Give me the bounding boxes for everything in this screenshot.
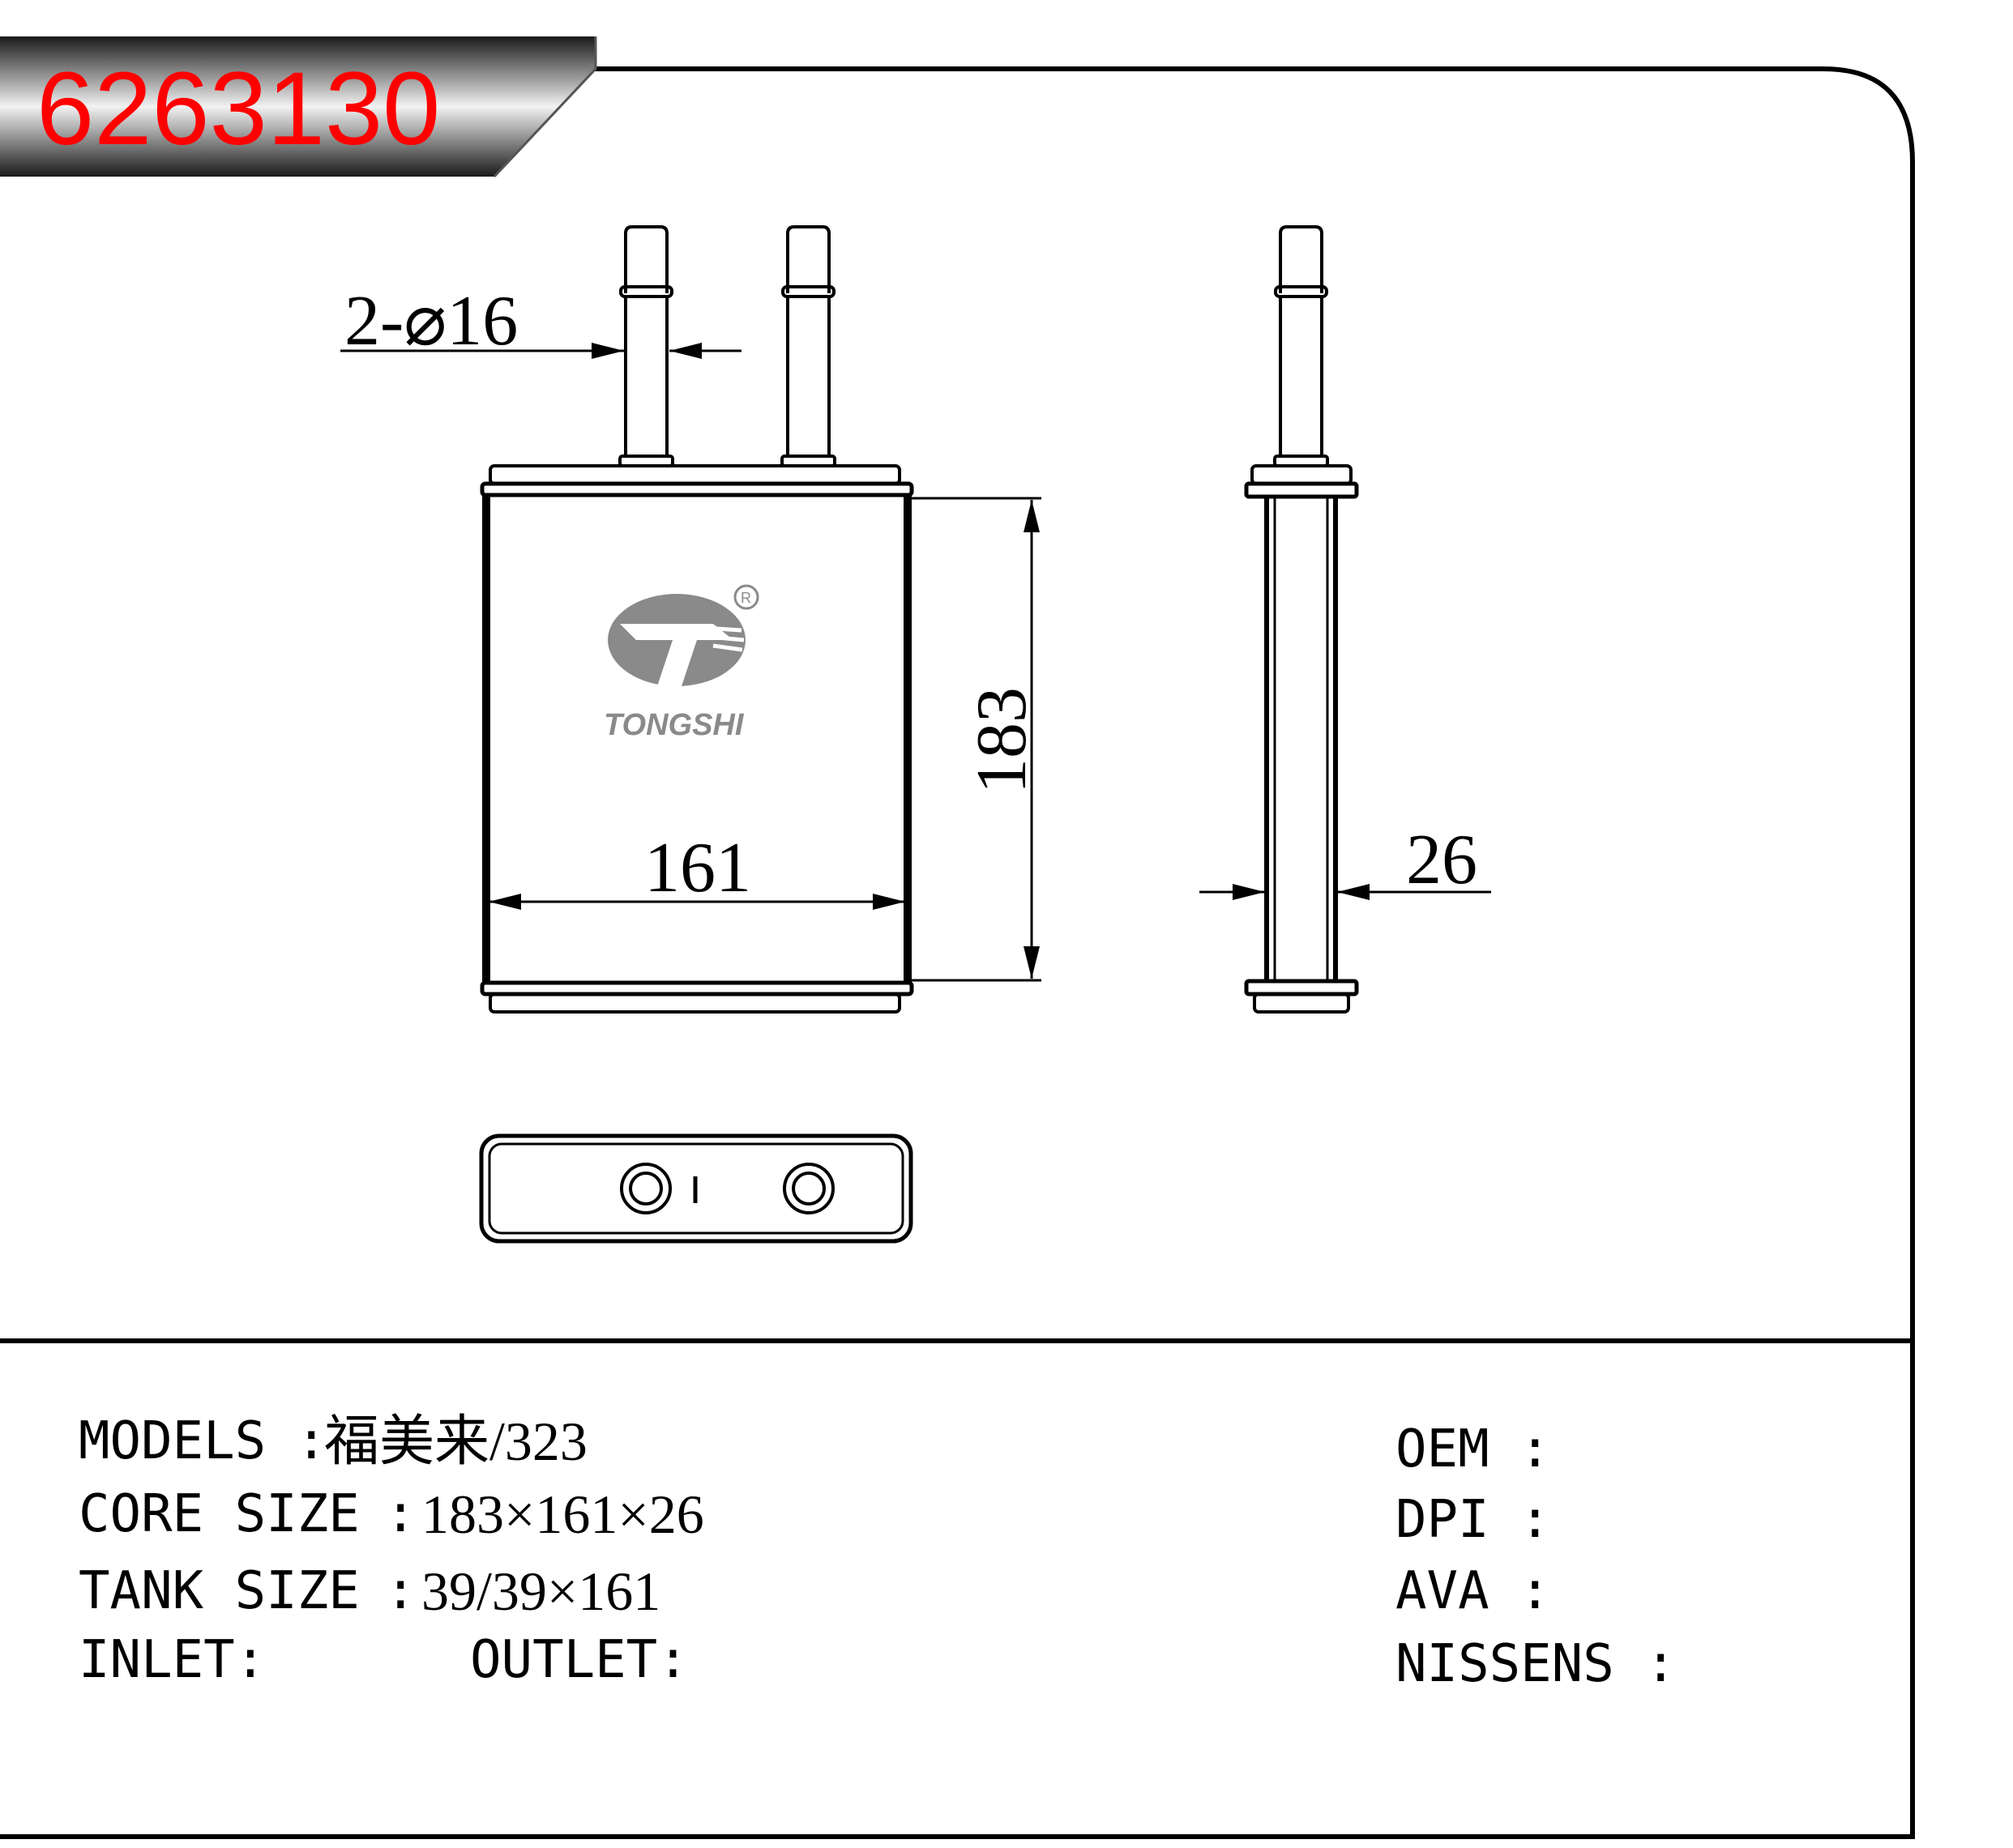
brand-name: TONGSHI [604,708,745,742]
top-tank [480,464,914,497]
width-dimension: 161 [489,829,905,910]
reference-sep: : [1519,1419,1551,1479]
registered-mark-text: R [741,590,751,606]
depth-label: 26 [1406,821,1477,899]
reference-sep: : [1519,1561,1551,1621]
spec-label: MODELS [79,1411,266,1471]
reference-label: OEM [1395,1419,1489,1479]
reference-sep: : [1645,1634,1677,1694]
spec-row-core-size: CORE SIZE : 183×161×26 [79,1483,704,1545]
outlet-pipe [780,225,836,467]
pipe-diameter-label: 2-⌀16 [344,282,518,361]
inlet-port-icon [620,1163,672,1214]
inlet-pipe [618,225,674,467]
outlet-label: OUTLET: [470,1630,689,1690]
front-view: R TONGSHI 2-⌀16 183 161 [340,225,1041,1014]
part-number-banner: 6263130 [0,36,597,178]
reference-row-oem: OEM : [1395,1419,1551,1479]
spec-value: 福美来/323 [324,1411,588,1472]
spec-value: 183×161×26 [421,1483,704,1545]
spec-row-models: MODELS : 福美来/323 [79,1411,588,1472]
reference-table: OEM : DPI : AVA : NISSENS : [1395,1419,1677,1694]
top-view [479,1133,913,1244]
reference-label: NISSENS [1395,1634,1614,1694]
tongshi-logo: R TONGSHI [604,584,759,742]
pipe-diameter-dimension: 2-⌀16 [340,282,742,361]
height-label: 183 [963,687,1041,794]
spec-table: MODELS : 福美来/323 CORE SIZE : 183×161×26 … [79,1411,704,1690]
spec-value: 39/39×161 [421,1560,660,1622]
spec-sep: : [385,1484,417,1544]
sheet-frame [0,66,1915,1839]
reference-sep: : [1519,1490,1551,1550]
outlet-port-icon [783,1163,835,1214]
depth-dimension: 26 [1199,821,1491,900]
spec-row-tank-size: TANK SIZE : 39/39×161 [79,1560,660,1622]
reference-row-ava: AVA : [1395,1561,1551,1621]
reference-row-nissens: NISSENS : [1395,1634,1677,1694]
spec-label: CORE SIZE [79,1484,360,1544]
width-label: 161 [644,829,751,907]
height-dimension: 183 [912,497,1041,982]
reference-label: DPI [1395,1490,1489,1550]
spec-row-ports: INLET: OUTLET: [79,1630,689,1690]
bottom-tank [480,980,914,1014]
spec-label: TANK SIZE [79,1561,360,1621]
side-view: 26 [1199,225,1491,1014]
reference-row-dpi: DPI : [1395,1490,1551,1550]
spec-sep: : [385,1561,417,1621]
registered-mark-icon [733,584,759,610]
reference-label: AVA [1395,1561,1489,1621]
inlet-label: INLET: [79,1630,266,1690]
part-number: 6263130 [36,51,440,167]
spec-sep: : [296,1411,327,1471]
